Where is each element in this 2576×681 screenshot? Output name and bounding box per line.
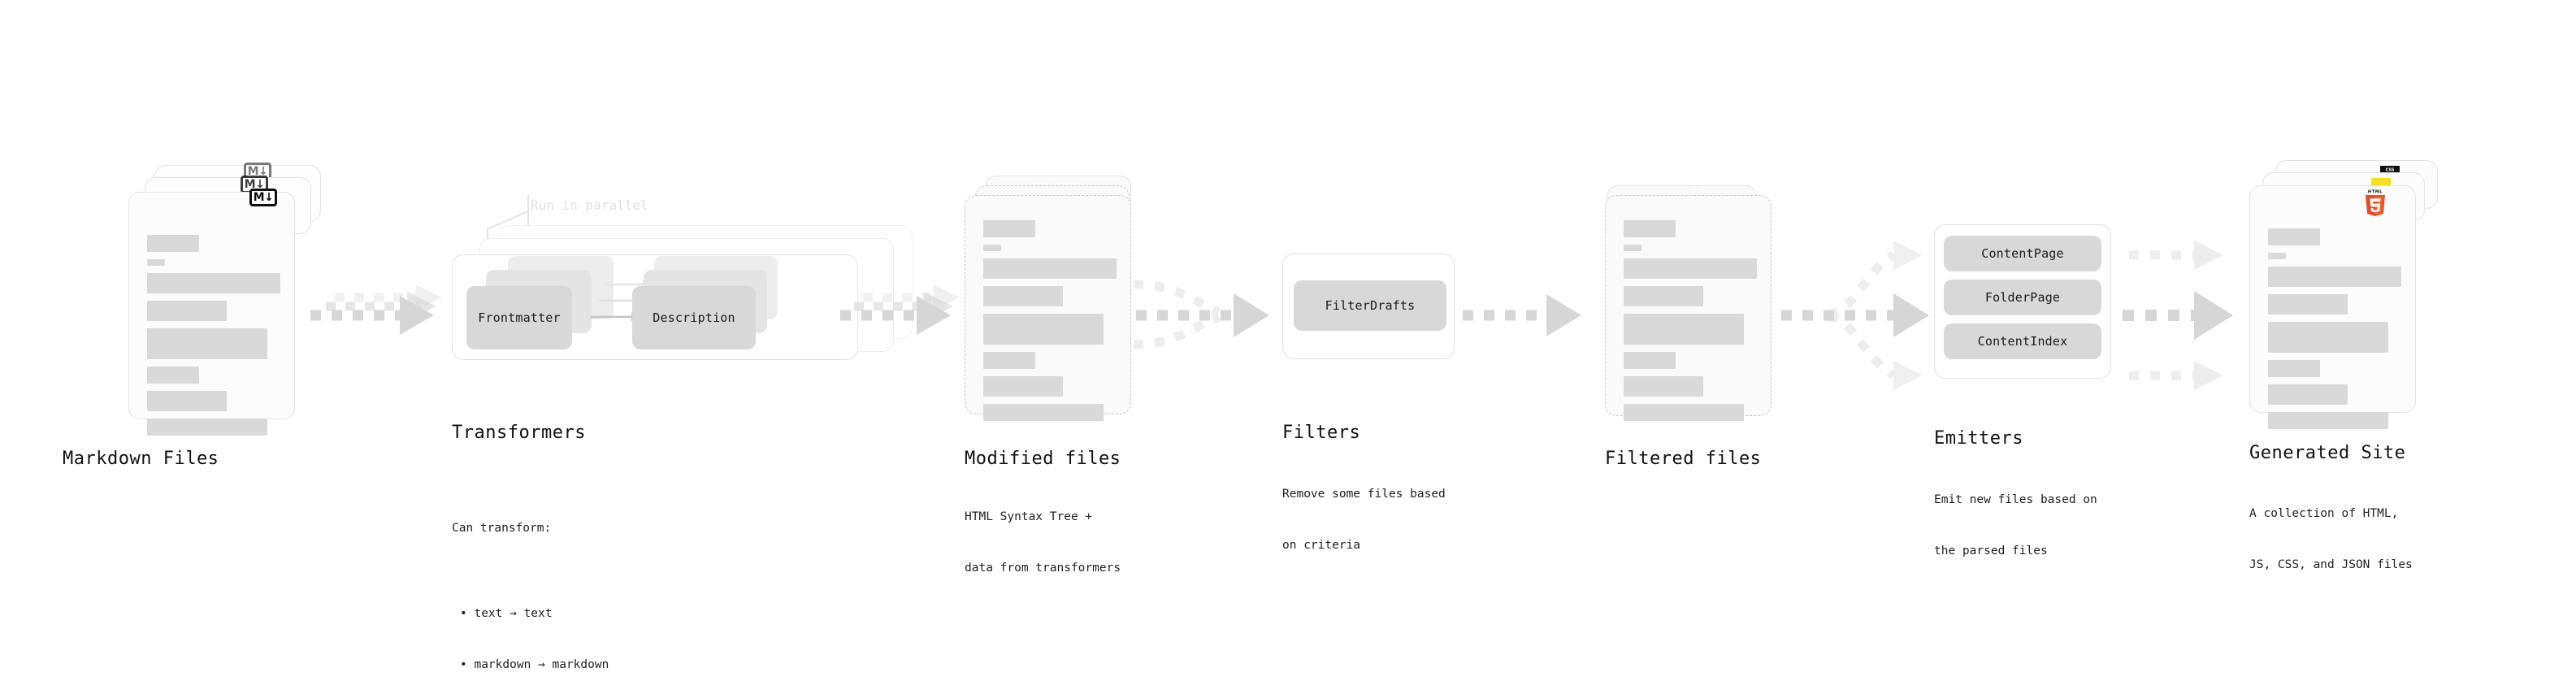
chip-label: ContentPage — [1981, 246, 2064, 261]
content-bar — [1624, 376, 1703, 397]
bullet-markdown-to-markdown: • markdown → markdown — [460, 658, 609, 672]
stage-subtitle-filters: Remove some files based on criteria — [1282, 452, 1446, 588]
connector-modified-to-filters — [1133, 280, 1269, 349]
run-in-parallel-label: Run in parallel — [531, 197, 648, 213]
content-bar — [147, 301, 227, 321]
content-bar — [147, 367, 199, 384]
connector-emitters-to-site — [2123, 241, 2233, 390]
content-bar — [2268, 412, 2388, 429]
modified-file-front — [965, 195, 1131, 421]
chip-label: Frontmatter — [478, 310, 561, 325]
stage-subtitle-emitters: Emit new files based on the parsed files — [1934, 458, 2097, 594]
content-bar — [2268, 360, 2320, 377]
bullet-text-to-text: • text → text — [460, 607, 553, 621]
stage-subtitle-modified-files: HTML Syntax Tree + data from transformer… — [965, 475, 1121, 611]
content-bar — [2268, 384, 2348, 405]
filtered-file-front — [1605, 195, 1772, 421]
generated-file-front — [2249, 185, 2416, 429]
stage-title-transformers: Transformers — [452, 423, 586, 443]
chip-label: Description — [653, 310, 735, 325]
content-bar — [147, 259, 165, 266]
generated-site-subtitle-line-1: A collection of HTML, — [2249, 507, 2399, 521]
generated-site-subtitle-line-2: JS, CSS, and JSON files — [2249, 558, 2413, 572]
content-bar — [2268, 294, 2348, 314]
content-bar — [983, 258, 1117, 279]
filtered-file-content — [1624, 220, 1757, 428]
chip-contentindex[interactable]: ContentIndex — [1944, 323, 2101, 359]
content-bar — [1624, 314, 1744, 345]
content-bar — [2268, 228, 2320, 245]
transformers-bullets: • text → text • markdown → markdown • ht… — [452, 571, 609, 681]
chip-folderpage[interactable]: FolderPage — [1944, 280, 2101, 315]
modified-file-content — [983, 220, 1117, 428]
content-bar — [1624, 352, 1676, 369]
svg-text:HTML: HTML — [2368, 190, 2383, 195]
content-bar — [983, 286, 1063, 306]
transformers-subtitle-heading: Can transform: — [452, 522, 552, 536]
content-bar — [1624, 404, 1744, 421]
markdown-icon: M↓ — [249, 189, 277, 206]
content-bar — [147, 273, 280, 293]
emitters-subtitle-line-1: Emit new files based on — [1934, 493, 2097, 507]
html5-icon: HTML — [2363, 189, 2387, 216]
content-bar — [1624, 286, 1703, 306]
content-bar — [2268, 267, 2401, 287]
emitters-subtitle-line-2: the parsed files — [1934, 544, 2048, 558]
content-bar — [1624, 258, 1757, 279]
content-bar — [983, 220, 1035, 237]
filters-subtitle-line-2: on criteria — [1282, 539, 1361, 553]
content-bar — [983, 314, 1104, 345]
chip-filterdrafts[interactable]: FilterDrafts — [1294, 280, 1446, 331]
stage-title-filters: Filters — [1282, 423, 1361, 443]
connector-filters-to-filtered — [1463, 294, 1581, 336]
content-bar — [147, 328, 267, 359]
stage-subtitle-generated-site: A collection of HTML, JS, CSS, and JSON … — [2249, 471, 2413, 608]
stage-subtitle-transformers: Can transform: • text → text • markdown … — [452, 486, 609, 681]
connector-md-to-transformers — [310, 284, 442, 335]
content-bar — [147, 391, 227, 411]
content-bar — [1624, 245, 1641, 251]
content-bar — [147, 235, 199, 252]
chip-label: FolderPage — [1984, 290, 2061, 305]
markdown-file-content — [147, 235, 280, 443]
svg-text:CSS: CSS — [2386, 167, 2395, 172]
stage-title-filtered-files: Filtered files — [1605, 449, 1762, 469]
content-bar — [983, 376, 1063, 397]
content-bar — [983, 245, 1001, 251]
content-bar — [2268, 253, 2286, 259]
filters-subtitle-line-1: Remove some files based — [1282, 488, 1446, 501]
markdown-file-front — [128, 192, 295, 436]
stage-title-emitters: Emitters — [1934, 428, 2023, 449]
chip-label: FilterDrafts — [1325, 298, 1416, 313]
chip-contentpage[interactable]: ContentPage — [1944, 236, 2101, 271]
modified-files-subtitle-line-1: HTML Syntax Tree + — [965, 510, 1093, 524]
stage-title-markdown-files: Markdown Files — [63, 449, 219, 469]
chip-frontmatter[interactable]: Frontmatter — [466, 286, 572, 349]
content-bar — [983, 404, 1104, 421]
connector-filtered-to-emitters — [1781, 241, 1929, 390]
chip-label: ContentIndex — [1977, 334, 2068, 349]
content-bar — [2268, 322, 2388, 353]
stage-title-modified-files: Modified files — [965, 449, 1121, 469]
content-bar — [983, 352, 1035, 369]
stage-title-generated-site: Generated Site — [2249, 443, 2406, 463]
content-bar — [1624, 220, 1676, 237]
modified-files-subtitle-line-2: data from transformers — [965, 562, 1121, 575]
chip-description[interactable]: Description — [632, 286, 756, 349]
content-bar — [147, 419, 267, 436]
generated-file-content — [2268, 228, 2401, 436]
